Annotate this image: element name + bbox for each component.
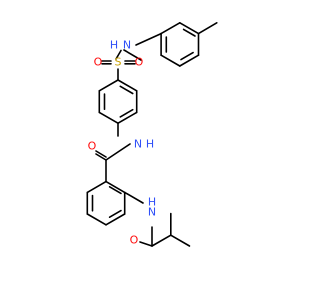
- sulfonamide-hydrogen-label: H: [110, 39, 118, 52]
- isobutyramide-oxygen-label: O: [130, 234, 139, 247]
- bond: [117, 79, 138, 92]
- bond: [160, 54, 181, 67]
- bond: [108, 186, 122, 195]
- benzamide-nitrogen-label: N: [134, 138, 142, 151]
- bond: [98, 111, 119, 124]
- bond: [86, 180, 107, 194]
- bond: [151, 234, 172, 247]
- isobutyramide-hydrogen-label: H: [148, 196, 156, 209]
- bond: [170, 234, 191, 247]
- bond: [123, 49, 142, 61]
- molecule-structure: N H S O O N H O N H O: [86, 21, 218, 247]
- bond: [86, 213, 107, 226]
- bond: [179, 54, 200, 67]
- bond: [105, 143, 131, 161]
- benzamide-hydrogen-label: H: [146, 138, 154, 151]
- bond: [139, 241, 153, 247]
- bond: [119, 108, 134, 118]
- bond: [117, 111, 138, 124]
- bond: [105, 213, 126, 226]
- bond: [105, 180, 126, 194]
- bond: [98, 79, 119, 92]
- bond: [115, 49, 122, 60]
- sulfur-label: S: [115, 56, 122, 69]
- bond: [95, 150, 107, 158]
- bond: [108, 209, 122, 218]
- isobutyramide-nitrogen-label: N: [148, 206, 156, 219]
- bond: [160, 21, 181, 35]
- bond: [197, 21, 218, 35]
- bond: [135, 32, 162, 46]
- sulfonyl-oxygen-left-label: O: [94, 56, 103, 69]
- sulfonamide-nitrogen-label: N: [123, 39, 131, 52]
- bond: [123, 191, 144, 204]
- sulfonyl-oxygen-right-label: O: [135, 56, 144, 69]
- bond: [179, 21, 200, 35]
- bond: [119, 85, 134, 95]
- bond: [182, 28, 196, 37]
- benzamide-oxygen-label: O: [88, 140, 97, 153]
- atom-labels: N H S O O N H O N H O: [88, 39, 156, 247]
- bond: [180, 51, 194, 61]
- bond-lines: [86, 21, 218, 247]
- bond: [95, 153, 107, 161]
